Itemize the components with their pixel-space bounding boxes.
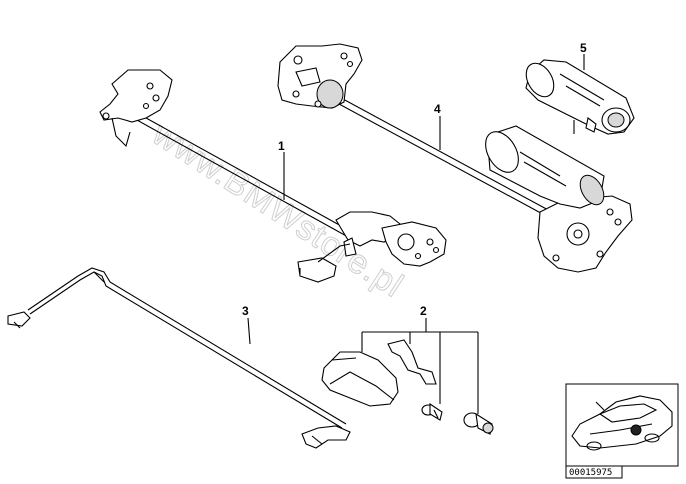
part-4-upper-shaft [277, 43, 633, 273]
bolt-small [421, 402, 443, 421]
part-2-cover-and-screws [321, 339, 494, 435]
callout-4: 4 [434, 102, 441, 116]
callout-5: 5 [580, 41, 587, 55]
part-1-adjuster-shaft [99, 69, 447, 283]
leader-lines [247, 54, 585, 414]
bolt-large [463, 412, 494, 435]
reference-code: 00015975 [569, 468, 612, 478]
vehicle-location-inset: 00015975 [565, 383, 679, 479]
part-5-motor [525, 59, 635, 135]
car-outline [571, 395, 673, 451]
callout-1: 1 [278, 139, 285, 153]
callout-3: 3 [242, 304, 249, 318]
callout-2: 2 [420, 304, 427, 318]
location-marker [630, 424, 642, 436]
part-3-cable-rod [7, 267, 351, 449]
